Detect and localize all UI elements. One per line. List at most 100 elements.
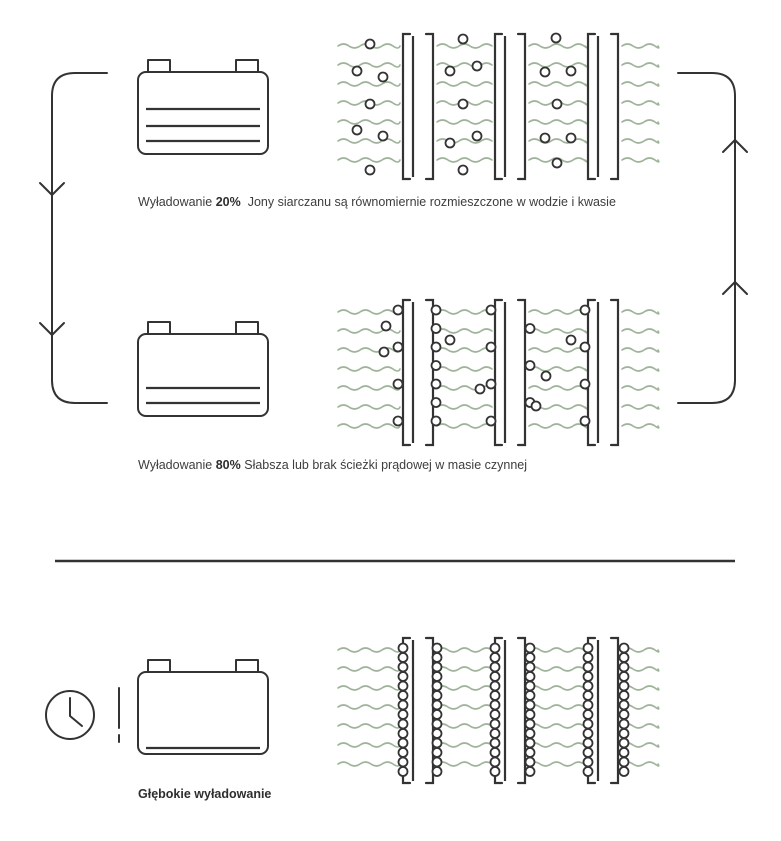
electrolyte-wave [337, 647, 401, 653]
electrolyte-wave [528, 685, 588, 691]
electrolyte-wave [621, 309, 660, 315]
sulfate-ion [397, 728, 409, 739]
sulfate-ion [524, 699, 536, 711]
electrolyte-wave [337, 62, 401, 68]
sulfate-ion [618, 671, 630, 682]
electrolyte-wave [436, 347, 493, 353]
sulfate-ion [618, 756, 630, 768]
sulfate-ion [524, 766, 536, 777]
sulfate-ion [457, 33, 469, 45]
sulfate-ion [524, 642, 536, 654]
electrolyte-wave [337, 309, 401, 315]
sulfate-ion [618, 680, 630, 692]
sulfate-ion [380, 320, 392, 332]
sulfate-ion [582, 737, 594, 749]
sulfate-ion [397, 718, 409, 730]
stage-label: Głębokie wyładowanie [138, 787, 272, 801]
electrolyte-wave [436, 761, 493, 767]
sulfate-ion [579, 341, 591, 353]
electrode-plate [424, 298, 435, 447]
sulfate-ion [397, 747, 409, 758]
electrode-plate [516, 636, 527, 785]
electrode-plate [586, 32, 597, 181]
electrolyte-wave [621, 100, 660, 106]
electrolyte-wave [436, 62, 493, 68]
electrolyte-wave [436, 328, 493, 334]
electrode-plate [609, 636, 620, 785]
electrolyte-wave [621, 347, 660, 353]
electrolyte-wave [337, 138, 401, 144]
electrolyte-wave [436, 685, 493, 691]
sulfate-ion [392, 378, 404, 390]
electrolyte-wave [436, 309, 493, 315]
electrolyte-wave [621, 328, 660, 334]
stage-caption: Wyładowanie 80% Słabsza lub brak ścieżki… [138, 458, 527, 472]
electrode-plate [516, 298, 527, 447]
electrolyte-panel [337, 32, 660, 181]
electrolyte-panel [337, 636, 660, 785]
sulfate-ion [565, 334, 577, 346]
sulfate-ion [582, 756, 594, 768]
electrolyte-wave [621, 62, 660, 68]
electrolyte-wave [528, 723, 588, 729]
sulfate-ion [430, 378, 442, 390]
stage-description: Jony siarczanu są równomiernie rozmieszc… [247, 195, 616, 209]
cycle-connector-left [39, 72, 108, 404]
sulfate-ion [489, 718, 501, 730]
sulfate-ion [582, 680, 594, 692]
sulfate-ion [579, 415, 591, 427]
chevron-up-icon [722, 281, 748, 295]
sulfate-ion [582, 690, 594, 701]
sulfate-ion [489, 756, 501, 768]
sulfate-ion [431, 642, 443, 654]
sulfate-ion [485, 304, 497, 316]
sulfate-ion [565, 65, 577, 77]
electrolyte-wave [621, 366, 660, 372]
clock-icon [45, 687, 120, 743]
electrolyte-wave [436, 647, 493, 653]
electrolyte-wave [436, 742, 493, 748]
sulfate-ion [392, 304, 404, 316]
electrolyte-wave [337, 742, 401, 748]
electrolyte-wave [621, 742, 660, 748]
sulfate-ion [524, 728, 536, 739]
sulfate-ion [397, 699, 409, 711]
sulfate-ion [550, 32, 562, 44]
electrolyte-wave [621, 685, 660, 691]
sulfate-ion [489, 766, 501, 777]
electrode-plate [401, 298, 412, 447]
sulfate-ion [489, 652, 501, 663]
sulfate-ion [485, 341, 497, 353]
electrolyte-wave [528, 309, 588, 315]
sulfate-ion [618, 737, 630, 749]
sulfate-ion [618, 718, 630, 730]
sulfate-ion [392, 415, 404, 427]
electrolyte-wave [621, 157, 660, 163]
electrolyte-wave [436, 666, 493, 672]
electrolyte-wave [337, 347, 401, 353]
sulfate-ion [431, 718, 443, 730]
chevron-down-icon [39, 182, 65, 196]
stage-description: Słabsza lub brak ścieżki prądowej w masi… [244, 458, 527, 472]
sulfate-ion [489, 671, 501, 682]
sulfate-ion [582, 766, 594, 777]
sulfate-ion [489, 747, 501, 758]
electrolyte-wave [528, 366, 588, 372]
sulfate-ion [579, 378, 591, 390]
sulfate-ion [582, 661, 594, 673]
sulfate-ion [618, 661, 630, 673]
electrolyte-wave [528, 119, 588, 125]
sulfate-ion [524, 718, 536, 730]
electrolyte-wave [621, 385, 660, 391]
stage-label: Wyładowanie [138, 195, 213, 209]
sulfate-ion [431, 680, 443, 692]
cycle-connector-right [677, 72, 748, 404]
sulfate-ion [582, 642, 594, 654]
sulfate-ion [485, 415, 497, 427]
sulfate-ion [397, 661, 409, 673]
sulfate-ion [524, 671, 536, 682]
sulfate-ion [397, 680, 409, 692]
sulfate-ion [431, 699, 443, 711]
sulfate-ion [457, 98, 469, 110]
